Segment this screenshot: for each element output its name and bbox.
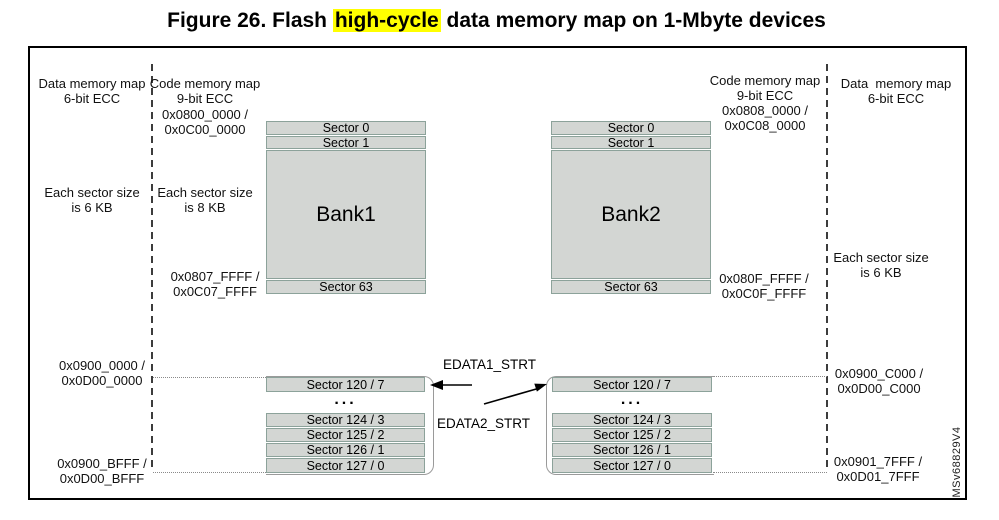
bank2-sector-63-row: Sector 63 xyxy=(551,280,711,294)
right-code-memory-map-label: Code memory map 9-bit ECC xyxy=(709,73,821,103)
bank2-sector-1-row: Sector 1 xyxy=(551,136,711,150)
edata1-sector-125-row: Sector 125 / 2 xyxy=(266,428,425,442)
figure-title-prefix: Figure 26. Flash xyxy=(167,9,333,32)
edata2-ellipsis-row: ... xyxy=(620,391,644,408)
figure-frame xyxy=(28,46,967,500)
bank1-start-address: 0x0800_0000 / 0x0C00_0000 xyxy=(161,107,249,137)
bank2-name-label: Bank2 xyxy=(551,150,711,279)
edata2-bracket xyxy=(546,376,714,475)
edata1-strt-label: EDATA1_STRT xyxy=(443,357,537,372)
edata1-bracket xyxy=(266,376,434,475)
edata1-sector-table: Sector 120 / 7 ... Sector 124 / 3 Sector… xyxy=(266,377,425,473)
bank1-memory-block: Sector 0 Sector 1 Bank1 Sector 63 xyxy=(266,121,426,294)
left-bottom-dotted-connector xyxy=(153,472,266,473)
figure-reference-watermark: MSv68829V4 xyxy=(951,426,963,498)
edata1-sector-120-row: Sector 120 / 7 xyxy=(266,377,425,392)
bank1-sector-0-row: Sector 0 xyxy=(266,121,426,135)
edata1-sector-124-row: Sector 124 / 3 xyxy=(266,413,425,427)
edata2-sector-127-row: Sector 127 / 0 xyxy=(552,458,712,473)
bank1-end-address: 0x0807_FFFF / 0x0C07_FFFF xyxy=(170,269,260,299)
edata2-sector-124-row: Sector 124 / 3 xyxy=(552,413,712,427)
left-edata-end-address: 0x0900_BFFF / 0x0D00_BFFF xyxy=(57,456,147,486)
edata2-strt-label: EDATA2_STRT xyxy=(437,416,531,431)
right-data-memory-map-label: Data memory map 6-bit ECC xyxy=(840,76,952,106)
bank2-start-address: 0x0808_0000 / 0x0C08_0000 xyxy=(721,103,809,133)
right-dashed-separator xyxy=(826,64,828,470)
left-sector-size-6kb-label: Each sector size is 6 KB xyxy=(44,185,140,215)
left-dashed-separator xyxy=(151,64,153,470)
right-bottom-dotted-connector xyxy=(713,472,827,473)
right-top-dotted-connector xyxy=(713,376,827,377)
left-data-memory-map-label: Data memory map 6-bit ECC xyxy=(38,76,146,106)
left-code-memory-map-label: Code memory map 9-bit ECC xyxy=(149,76,261,106)
edata1-sector-127-row: Sector 127 / 0 xyxy=(266,458,425,473)
left-sector-size-8kb-label: Each sector size is 8 KB xyxy=(157,185,253,215)
bank1-sector-1-row: Sector 1 xyxy=(266,136,426,150)
bank2-end-address: 0x080F_FFFF / 0x0C0F_FFFF xyxy=(719,271,809,301)
right-edata-start-address: 0x0900_C000 / 0x0D00_C000 xyxy=(834,366,924,396)
bank1-name-label: Bank1 xyxy=(266,150,426,279)
edata2-sector-125-row: Sector 125 / 2 xyxy=(552,428,712,442)
right-edata-end-address: 0x0901_7FFF / 0x0D01_7FFF xyxy=(833,454,923,484)
edata2-sector-120-row: Sector 120 / 7 xyxy=(552,377,712,392)
left-top-dotted-connector xyxy=(153,377,266,378)
edata2-sector-126-row: Sector 126 / 1 xyxy=(552,443,712,457)
edata1-sector-126-row: Sector 126 / 1 xyxy=(266,443,425,457)
bank2-sector-0-row: Sector 0 xyxy=(551,121,711,135)
right-sector-size-6kb-label: Each sector size is 6 KB xyxy=(833,250,929,280)
edata2-sector-table: Sector 120 / 7 ... Sector 124 / 3 Sector… xyxy=(552,377,712,473)
figure-title-suffix: data memory map on 1-Mbyte devices xyxy=(440,9,826,32)
figure-title-highlight: high-cycle xyxy=(332,9,441,32)
edata1-ellipsis-row: ... xyxy=(334,391,357,408)
left-edata-start-address: 0x0900_0000 / 0x0D00_0000 xyxy=(58,358,146,388)
figure-title: Figure 26. Flash high-cycle data memory … xyxy=(28,9,965,33)
bank1-sector-63-row: Sector 63 xyxy=(266,280,426,294)
bank2-memory-block: Sector 0 Sector 1 Bank2 Sector 63 xyxy=(551,121,711,294)
